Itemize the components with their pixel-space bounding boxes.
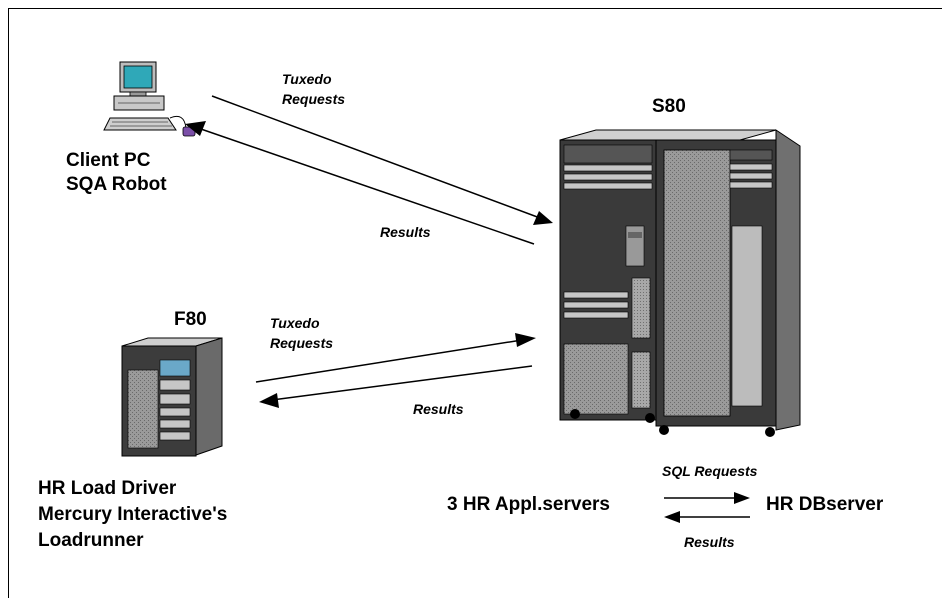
client-pc-icon (103, 61, 196, 137)
hr-appl-servers-label: 3 HR Appl.servers (447, 494, 610, 515)
mercury-interactive-label: Mercury Interactive's (38, 504, 228, 525)
f80-label: F80 (174, 309, 207, 330)
f80-server-icon (121, 337, 223, 457)
f80-request-arrow (255, 333, 536, 383)
sql-requests-label: SQL Requests (662, 463, 758, 479)
f80-results-arrow (259, 365, 533, 408)
bottom-results-label: Results (413, 401, 464, 417)
sql-request-arrow (664, 492, 750, 504)
top-requests-label: Requests (282, 91, 346, 107)
client-results-arrow (185, 121, 535, 245)
hr-dbserver-label: HR DBserver (766, 494, 884, 515)
s80-label: S80 (652, 96, 686, 117)
diagram-frame (8, 8, 942, 598)
s80-server-icon (559, 129, 801, 437)
client-request-arrow (211, 95, 553, 225)
db-results-arrow (664, 511, 750, 523)
bottom-tuxedo-label: Tuxedo (270, 315, 320, 331)
loadrunner-label: Loadrunner (38, 530, 144, 551)
hr-load-driver-label: HR Load Driver (38, 478, 177, 499)
sqa-robot-label: SQA Robot (66, 174, 167, 195)
bottom-requests-label: Requests (270, 335, 334, 351)
db-results-label: Results (684, 534, 735, 550)
top-results-label: Results (380, 224, 431, 240)
client-pc-label: Client PC (66, 150, 151, 171)
top-tuxedo-label: Tuxedo (282, 71, 332, 87)
